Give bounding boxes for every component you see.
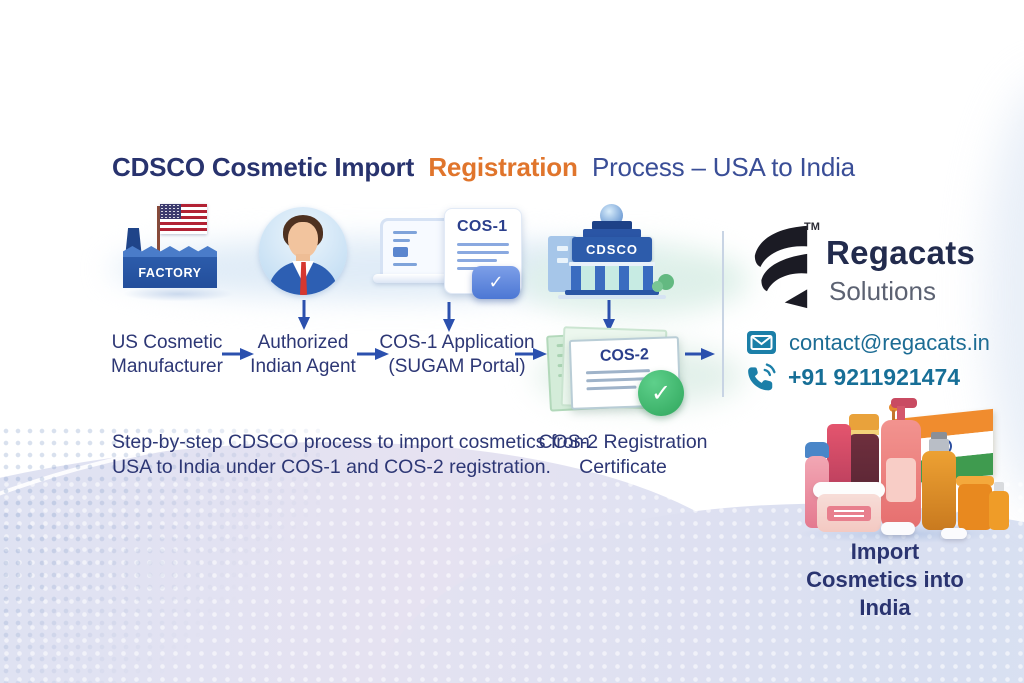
bottle-cap bbox=[849, 414, 879, 432]
building-pediment bbox=[592, 221, 632, 230]
factory-body: FACTORY bbox=[123, 257, 217, 288]
cosmetic-products-icon bbox=[793, 398, 1013, 548]
title-highlight: Registration bbox=[428, 152, 578, 182]
right-arrow-icon bbox=[222, 348, 254, 360]
page-title: CDSCO Cosmetic Import Registration Proce… bbox=[112, 152, 855, 183]
phone-row[interactable]: +91 9211921474 bbox=[746, 363, 960, 392]
check-glyph: ✓ bbox=[488, 272, 504, 292]
bottle-label bbox=[886, 458, 916, 502]
approved-check-icon: ✓ bbox=[638, 370, 684, 416]
avatar-neck bbox=[296, 254, 310, 265]
small-spray-bottle bbox=[989, 491, 1009, 530]
capsule bbox=[881, 522, 915, 535]
cos2-certificate-check-icon: COS-2 ✓ bbox=[546, 326, 688, 420]
step-label-manufacturer: US Cosmetic Manufacturer bbox=[111, 332, 223, 377]
email-row[interactable]: contact@regacats.in bbox=[746, 329, 990, 356]
building-steps bbox=[558, 295, 666, 299]
cdsco-banner: CDSCO bbox=[572, 237, 652, 262]
spray-cap bbox=[994, 482, 1004, 492]
pump-handle bbox=[891, 398, 917, 408]
down-arrow-icon bbox=[603, 300, 615, 332]
phone-number[interactable]: +91 9211921474 bbox=[788, 364, 961, 390]
regacats-logo-mark bbox=[754, 225, 808, 309]
halftone-dots-corner bbox=[0, 425, 320, 683]
spray-cap bbox=[929, 439, 949, 453]
check-glyph: ✓ bbox=[650, 379, 672, 407]
laptop-base bbox=[373, 274, 475, 283]
right-arrow-icon bbox=[357, 348, 389, 360]
mail-icon bbox=[747, 331, 776, 354]
orange-jar bbox=[958, 484, 992, 530]
flagpole bbox=[157, 206, 160, 252]
submit-check-button-icon: ✓ bbox=[472, 266, 520, 299]
capsule bbox=[941, 528, 967, 539]
spray-top bbox=[931, 432, 947, 440]
trademark-symbol: TM bbox=[804, 221, 820, 233]
cdsco-banner-label: CDSCO bbox=[586, 242, 638, 257]
brand-name: Regacats bbox=[826, 234, 976, 271]
cos1-document-title: COS-1 bbox=[457, 218, 508, 235]
down-arrow-icon bbox=[298, 300, 310, 330]
building-sill bbox=[569, 262, 655, 266]
laptop-cos1-document-icon: COS-1 ✓ bbox=[373, 208, 522, 299]
building-columns bbox=[571, 266, 653, 290]
factory-roof bbox=[123, 246, 217, 258]
us-flag-icon bbox=[160, 204, 207, 234]
down-arrow-icon bbox=[443, 302, 455, 332]
bottle-ring bbox=[849, 430, 879, 435]
vertical-divider bbox=[722, 231, 724, 397]
bottle-cap bbox=[805, 442, 829, 458]
cream-jar-label bbox=[827, 506, 871, 521]
brand-subtitle: Solutions bbox=[829, 276, 936, 306]
phone-icon bbox=[748, 363, 776, 391]
email-address[interactable]: contact@regacats.in bbox=[789, 329, 990, 355]
avatar-tie bbox=[300, 262, 307, 295]
building-pediment bbox=[583, 229, 641, 238]
avatar-face bbox=[288, 222, 318, 258]
step-label-application: COS-1 Application (SUGAM Portal) bbox=[379, 332, 535, 377]
process-description: Step-by-step CDSCO process to import cos… bbox=[112, 431, 590, 479]
amber-bottle bbox=[922, 451, 956, 530]
bush bbox=[652, 281, 663, 292]
step-label-agent: Authorized Indian Agent bbox=[250, 332, 356, 377]
cdsco-building-icon: CDSCO bbox=[548, 204, 674, 299]
right-arrow-icon bbox=[685, 348, 715, 360]
icon-shadow bbox=[118, 286, 238, 302]
right-arrow-icon bbox=[515, 348, 547, 360]
certificate-label: COS-2 Registration Certificate bbox=[538, 431, 708, 479]
factory-us-flag-icon: FACTORY bbox=[123, 202, 223, 292]
us-flag-canton bbox=[160, 204, 181, 219]
pump-stem bbox=[897, 406, 905, 422]
import-caption: Import Cosmetics into India bbox=[806, 539, 964, 620]
jar-lid bbox=[956, 476, 994, 486]
cos2-document-title: COS-2 bbox=[599, 346, 650, 365]
factory-icon-label: FACTORY bbox=[138, 265, 202, 280]
building-steps bbox=[565, 290, 659, 295]
business-person-icon bbox=[259, 207, 347, 295]
title-prefix: CDSCO Cosmetic Import bbox=[112, 152, 415, 182]
title-suffix: Process – USA to India bbox=[591, 152, 855, 182]
